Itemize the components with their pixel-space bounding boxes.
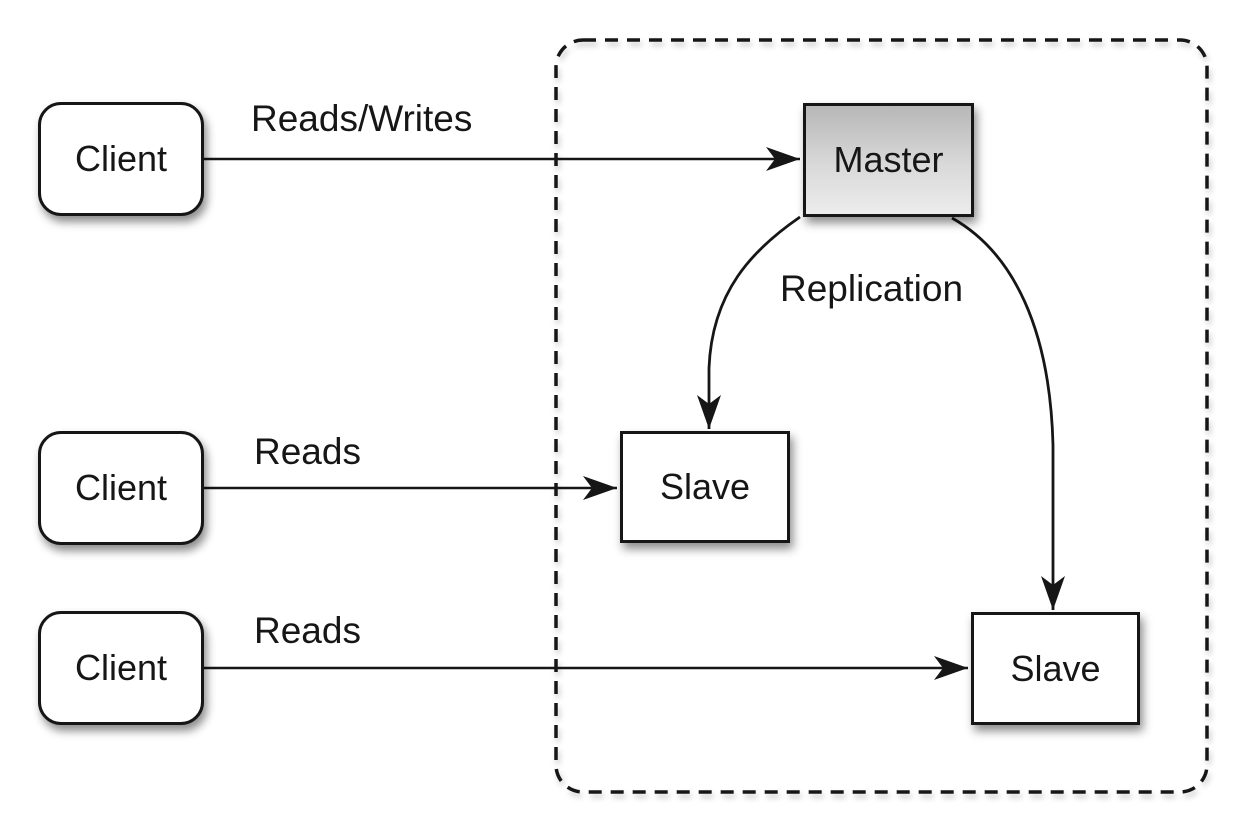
client-node-2: Client xyxy=(38,431,204,545)
client-node-2-label: Client xyxy=(74,467,168,508)
master-node: Master xyxy=(803,103,974,217)
master-node-label: Master xyxy=(833,139,944,180)
client-node-3: Client xyxy=(38,611,204,725)
reads-label-bottom: Reads xyxy=(254,610,361,651)
server-cluster-boundary xyxy=(554,38,1209,794)
slave-node-2: Slave xyxy=(971,612,1140,725)
replication-label: Replication xyxy=(780,268,964,309)
replication-arrow-right xyxy=(951,216,1065,610)
slave-node-1-label: Slave xyxy=(659,466,751,507)
slave-node-2-label: Slave xyxy=(1010,647,1101,689)
slave-node-1: Slave xyxy=(620,431,790,543)
reads-writes-label: Reads/Writes xyxy=(251,98,473,139)
client-node-1-label: Client xyxy=(74,138,168,179)
client-node-3-label: Client xyxy=(74,647,168,688)
reads-label-top: Reads xyxy=(254,431,361,472)
replication-arrow-left xyxy=(697,215,801,429)
client-node-1: Client xyxy=(38,102,204,216)
